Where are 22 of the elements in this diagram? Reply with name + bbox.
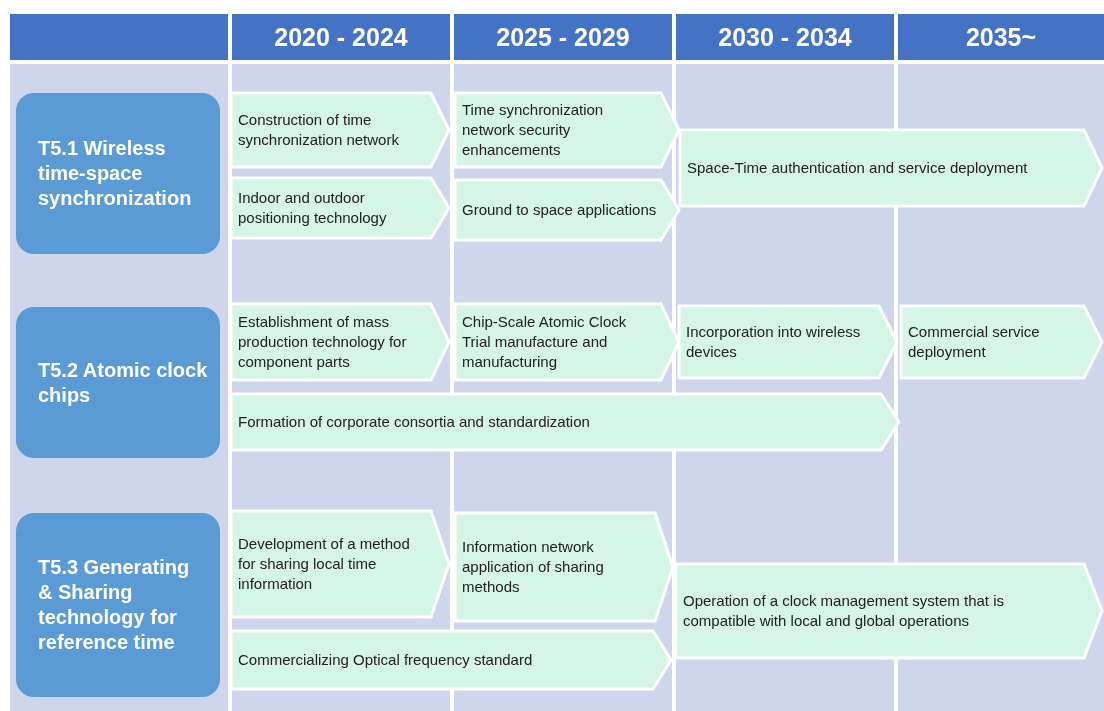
chevron-step: Commercial service deployment	[899, 304, 1104, 380]
chevron-step: Construction of time synchronization network	[229, 91, 451, 169]
chevron-step: Chip-Scale Atomic Clock Trial manufacture and manufacturing	[453, 302, 681, 382]
track-label-box: T5.2 Atomic clock chips	[16, 307, 220, 458]
year-header: 2035~	[898, 14, 1104, 60]
year-header: 2030 - 2034	[676, 14, 894, 60]
header-band	[10, 14, 228, 60]
year-header: 2025 - 2029	[454, 14, 672, 60]
chevron-step: Incorporation into wireless devices	[677, 304, 899, 380]
chevron-step: Operation of a clock management system that is compatible with local and global operations	[674, 562, 1104, 660]
year-header: 2020 - 2024	[232, 14, 450, 60]
chevron-step: Development of a method for sharing local time information	[229, 509, 451, 619]
chevron-step: Time synchronization network security enhancements	[453, 91, 681, 169]
chevron-step: Indoor and outdoor positioning technology	[229, 176, 451, 240]
chevron-step: Commercializing Optical frequency standard	[229, 629, 673, 691]
chevron-step: Establishment of mass production technology for component parts	[229, 302, 451, 382]
chevron-step: Space-Time authentication and service deployment	[678, 128, 1104, 208]
track-label-box: T5.3 Generating & Sharing technology for reference time	[16, 513, 220, 697]
chevron-step: Formation of corporate consortia and standardization	[229, 392, 901, 452]
track-label-box: T5.1 Wireless time-space synchronization	[16, 93, 220, 254]
chevron-step: Ground to space applications	[453, 178, 681, 242]
chevron-step: Information network application of sharing methods	[453, 511, 675, 623]
